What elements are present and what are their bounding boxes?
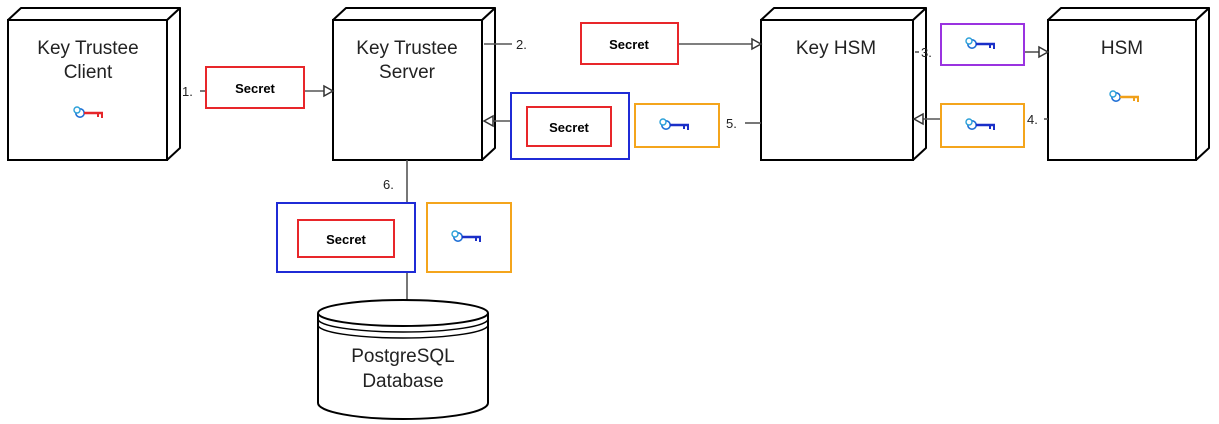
node-label-line2: Database: [362, 371, 443, 392]
edge-2: 2. Secret: [484, 22, 763, 65]
secret-label: Secret: [549, 120, 589, 135]
step-label: 4.: [1027, 112, 1038, 127]
key-icon: [965, 118, 995, 130]
step-label: 2.: [516, 37, 527, 52]
key-hsm-node: Key HSM: [760, 7, 927, 161]
edge-3: 3.: [915, 23, 1050, 66]
secret-label: Secret: [326, 232, 366, 247]
secret-box: [297, 219, 395, 258]
key-icon: [659, 118, 689, 130]
secret-label: Secret: [609, 37, 649, 52]
step-label: 1.: [182, 84, 193, 99]
node-label-line2: Server: [379, 62, 436, 83]
node-label: Key HSM: [796, 38, 876, 59]
node-label: HSM: [1101, 38, 1143, 59]
key-icon: [73, 106, 103, 118]
secret-box: [205, 66, 305, 109]
postgresql-database-node: PostgreSQL Database: [317, 299, 489, 420]
step-label: 6.: [383, 177, 394, 192]
node-label-line1: PostgreSQL: [351, 346, 455, 367]
wrapped-key-box: [426, 202, 512, 273]
node-label-line1: Key Trustee: [356, 38, 457, 59]
key-trustee-client-node: Key Trustee Client: [7, 7, 181, 161]
edge-5: 5. Secret: [482, 92, 761, 160]
key-icon: [965, 37, 995, 49]
secret-box: [580, 22, 679, 65]
edge-4: 4.: [912, 103, 1048, 148]
edge-1: 1. Secret: [182, 66, 335, 109]
hsm-node: HSM: [1047, 7, 1210, 161]
key-icon: [451, 230, 481, 242]
key-trustee-server-node: Key Trustee Server: [332, 7, 496, 161]
node-label-line1: Key Trustee: [37, 38, 138, 59]
node-label-line2: Client: [64, 62, 113, 83]
step-label: 3.: [921, 45, 932, 60]
edge-6: 6. Secret: [276, 160, 512, 314]
secret-box: [526, 106, 612, 147]
secret-label: Secret: [235, 81, 275, 96]
step-label: 5.: [726, 116, 737, 131]
key-icon: [1109, 90, 1139, 102]
